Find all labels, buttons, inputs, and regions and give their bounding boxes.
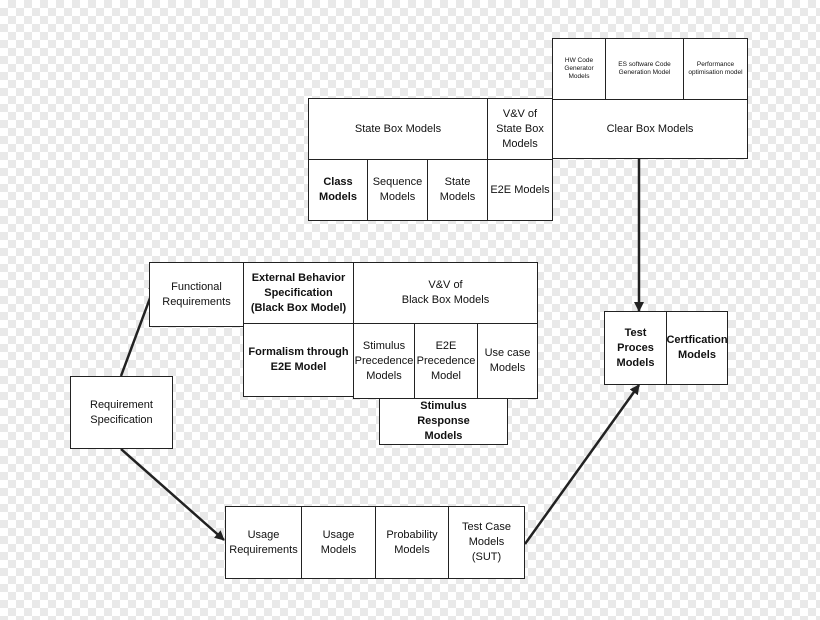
state-models-box: State Models [427, 159, 488, 221]
use-case-models-box: Use case Models [477, 323, 538, 399]
vv-black-box-models-box: V&V of Black Box Models [353, 262, 538, 324]
test-case-models-sut-box: Test Case Models (SUT) [448, 506, 525, 579]
probability-models-box: Probability Models [375, 506, 449, 579]
e2e-precedence-model-box: E2E Precedence Model [414, 323, 478, 399]
certification-models-box: Certfication Models [666, 311, 728, 385]
external-behavior-specification-box: External Behavior Specification (Black B… [243, 262, 354, 324]
formalism-e2e-model-box: Formalism through E2E Model [243, 323, 354, 397]
functional-requirements-box: Functional Requirements [149, 262, 244, 327]
requirement-specification-box: Requirement Specification [70, 376, 173, 449]
stimulus-response-models-box: Stimulus Response Models [379, 398, 508, 445]
clear-box-models-box: Clear Box Models [552, 99, 748, 159]
arrow-testcase-to-testprocess [523, 384, 641, 545]
usage-requirements-box: Usage Requirements [225, 506, 302, 579]
performance-optimisation-model-box: Performance optimisation model [683, 38, 748, 100]
test-process-models-box: Test Proces Models [604, 311, 667, 385]
arrow-req-to-usage [120, 448, 225, 541]
e2e-models-box: E2E Models [487, 159, 553, 221]
sequence-models-box: Sequence Models [367, 159, 428, 221]
usage-models-box: Usage Models [301, 506, 376, 579]
stimulus-precedence-models-box: Stimulus Precedence Models [353, 323, 415, 399]
es-software-code-generation-model-box: ES software Code Generation Model [605, 38, 684, 100]
hw-code-generator-models-box: HW Code Generator Models [552, 38, 606, 100]
state-box-models-box: State Box Models [308, 98, 488, 160]
class-models-box: Class Models [308, 159, 368, 221]
vv-state-box-models-box: V&V of State Box Models [487, 98, 553, 160]
